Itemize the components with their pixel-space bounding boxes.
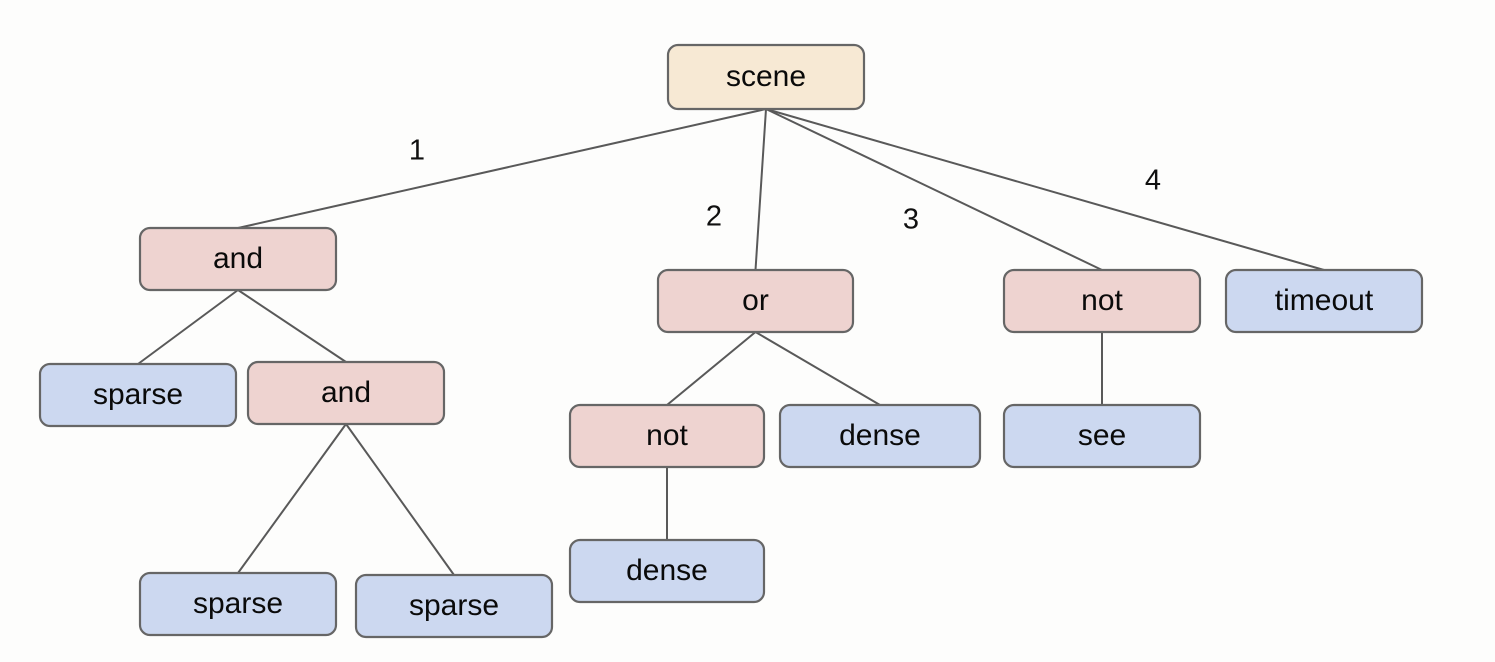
node-box-dense2[interactable] <box>568 538 766 604</box>
tree-edge <box>754 331 881 406</box>
tree-node-and1[interactable]: and <box>138 226 338 292</box>
tree-node-scene[interactable]: scene <box>666 43 866 111</box>
tree-node-not2[interactable]: not <box>568 403 766 469</box>
tree-edge <box>765 108 1325 271</box>
tree-node-not1[interactable]: not <box>1002 268 1202 334</box>
node-box-sparse1[interactable] <box>38 362 238 428</box>
tree-edge <box>754 108 767 271</box>
tree-node-see1[interactable]: see <box>1002 403 1202 469</box>
tree-node-timeout1[interactable]: timeout <box>1224 268 1424 334</box>
tree-node-dense2[interactable]: dense <box>568 538 766 604</box>
node-box-dense1[interactable] <box>778 403 982 469</box>
node-box-see1[interactable] <box>1002 403 1202 469</box>
node-box-sparse2[interactable] <box>138 571 338 637</box>
tree-node-or1[interactable]: or <box>656 268 855 334</box>
tree-edge <box>666 331 757 406</box>
node-box-scene[interactable] <box>666 43 866 111</box>
tree-node-sparse1[interactable]: sparse <box>38 362 238 428</box>
tree-edge <box>137 289 239 365</box>
node-box-timeout1[interactable] <box>1224 268 1424 334</box>
node-box-sparse3[interactable] <box>354 573 554 639</box>
tree-edge <box>237 289 347 363</box>
edges-layer <box>137 108 1325 576</box>
tree-edge <box>237 423 347 574</box>
edge-label-3: 3 <box>903 204 919 236</box>
tree-node-and2[interactable]: and <box>246 360 446 426</box>
tree-edge <box>237 108 767 229</box>
edge-labels-layer: 1 2 3 4 <box>409 135 1161 236</box>
node-box-and1[interactable] <box>138 226 338 292</box>
edge-label-1: 1 <box>409 135 425 167</box>
tree-node-sparse3[interactable]: sparse <box>354 573 554 639</box>
tree-edge <box>765 108 1103 271</box>
edge-label-2: 2 <box>706 201 722 233</box>
edge-label-4: 4 <box>1145 165 1161 197</box>
node-box-not2[interactable] <box>568 403 766 469</box>
tree-edge <box>345 423 455 576</box>
tree-node-sparse2[interactable]: sparse <box>138 571 338 637</box>
tree-node-dense1[interactable]: dense <box>778 403 982 469</box>
node-box-and2[interactable] <box>246 360 446 426</box>
node-box-not1[interactable] <box>1002 268 1202 334</box>
node-box-or1[interactable] <box>656 268 855 334</box>
